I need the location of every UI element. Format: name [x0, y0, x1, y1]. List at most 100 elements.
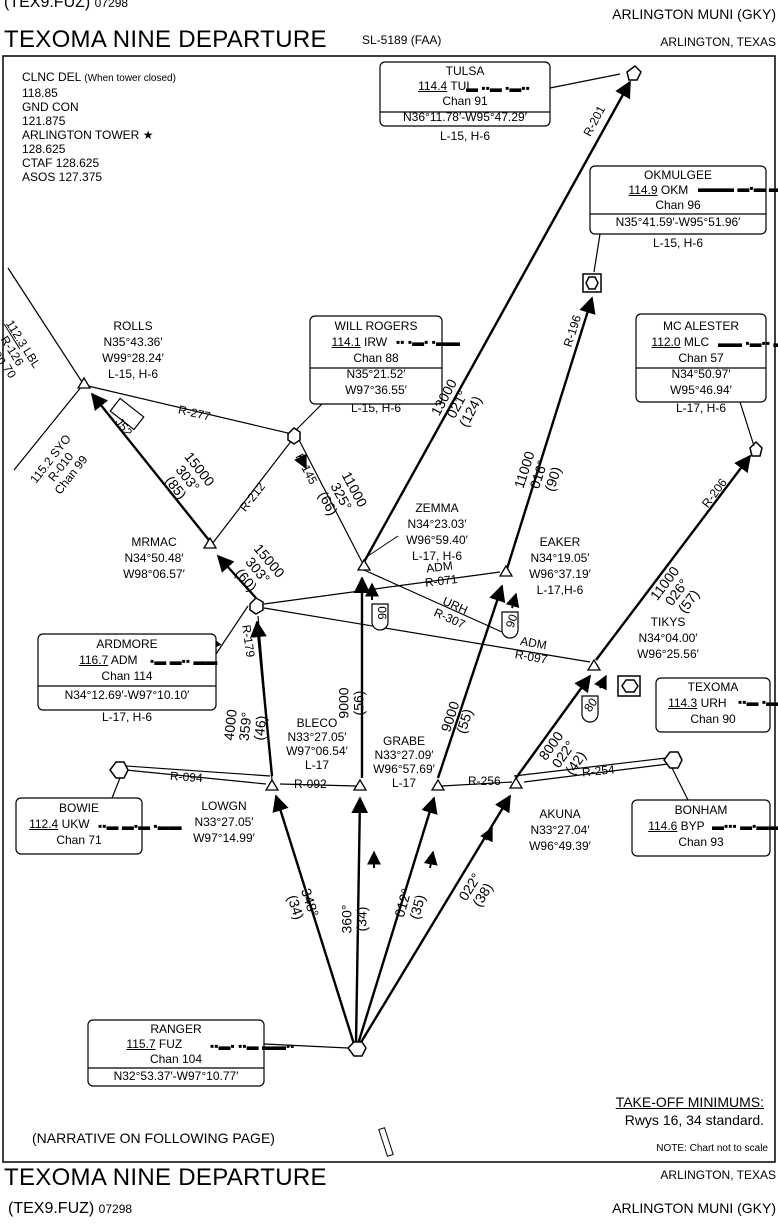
ardmore-vortac-icon — [249, 597, 264, 615]
zemma-leader — [367, 535, 399, 557]
chart-frame — [2, 55, 776, 1163]
r145-line — [297, 437, 363, 563]
r094-line — [125, 769, 267, 785]
r254-line — [523, 763, 669, 783]
footer-airport: ARLINGTON MUNI (GKY) — [612, 1200, 776, 1216]
will-rogers-box — [309, 315, 443, 405]
takeoff-title: TAKE-OFF MINIMUMS: — [615, 1094, 764, 1110]
grabe-fix-icon — [430, 778, 446, 791]
bonham-navaid: BONHAM 114.6 BYP Chan 93 — [648, 803, 728, 849]
urh-r307-line — [363, 569, 503, 633]
narrative-note: (NARRATIVE ON FOLLOWING PAGE) — [32, 1130, 275, 1146]
tul-morse: ▬ ▪▪▬ ▪▬▪▪ — [466, 81, 530, 95]
runway-symbol — [378, 1127, 394, 1157]
bonham-box — [631, 799, 771, 857]
ranger-box — [87, 1019, 265, 1087]
mea-90a: 90 — [375, 606, 390, 620]
texoma-navaid: TEXOMA 114.3 URH Chan 90 — [668, 680, 739, 726]
route-grabe-eaker — [436, 584, 506, 779]
sl-number: SL-5189 (FAA) — [362, 33, 442, 47]
mea-shield-80 — [581, 695, 599, 723]
r277-line — [87, 385, 293, 435]
airport-name: ARLINGTON MUNI (GKY) — [612, 6, 776, 22]
route-ardmore-mrmac — [216, 554, 257, 599]
bowie-line2 — [125, 765, 271, 777]
rolls-fix-icon — [76, 376, 92, 389]
footer-title: TEXOMA NINE DEPARTURE — [4, 1164, 327, 1191]
okmulgee-navaid: OKMULGEE 114.9 OKM Chan 96 N35°41.59′-W9… — [615, 168, 741, 250]
adm-r097-line — [263, 607, 591, 663]
will-rogers-navaid: WILL ROGERS 114.1 IRW Chan 88 N35°21.52′… — [331, 319, 418, 415]
morse-codes: ▬ ▪▪▬ ▪▬▪▪ ▬▬▬ ▬▪▬ ▬▬ ▪▪ ▪▬▪ ▪▬▬ ▬▬ ▪▬▪▪… — [98, 81, 778, 1053]
seg-bleco-label: 360°(34) — [338, 904, 370, 934]
footer-code: (TEX9.FUZ) 07298 — [8, 1200, 133, 1217]
bowie-box — [15, 797, 143, 855]
mcalester-vortac-icon — [749, 440, 763, 457]
route-ranger-lowgn — [272, 794, 356, 1045]
route-ranger-bleco — [351, 796, 369, 1045]
tulsa-navaid: TULSA 114.4 TUL Chan 91 N36°11.78′-W95°4… — [403, 64, 527, 143]
okm-morse: ▬▬▬ ▬▪▬ ▬▬ — [698, 181, 778, 195]
route-eaker-okmulgee — [504, 296, 596, 573]
bonham-vortac-icon — [663, 751, 683, 769]
route-bleco-ardmore — [250, 620, 274, 777]
takeoff-text: Rwys 16, 34 standard. — [624, 1112, 764, 1128]
akuna-fix-icon — [508, 776, 524, 789]
route-zemma-tulsa — [362, 80, 632, 563]
irw-morse: ▪▪ ▪▬▪ ▪▬▬ — [396, 335, 460, 349]
ardmore-navaid: ARDMORE 116.7 ADM Chan 114 N34°12.69′-W9… — [64, 637, 190, 724]
syo-radial — [13, 385, 83, 471]
procedure-code: (TEX9.FUZ) 07298 — [4, 0, 129, 11]
r092-label: R-092 — [294, 777, 327, 791]
texoma-box — [655, 677, 771, 733]
mea-shield-90b — [501, 611, 519, 639]
tikys-fix-icon — [586, 658, 602, 671]
bowie-vortac-icon — [109, 761, 129, 779]
r092-line — [279, 783, 357, 787]
eaker-fix-icon — [498, 564, 514, 577]
procedure-title: TEXOMA NINE DEPARTURE — [4, 26, 327, 53]
zemma-fix-icon — [356, 558, 372, 571]
r094-label: R-094 — [169, 768, 204, 786]
ranger-navaid: RANGER 115.7 FUZ Chan 104 N32°53.37′-W97… — [113, 1022, 239, 1083]
lbl-radial — [7, 267, 83, 383]
tulsa-vortac-icon — [626, 65, 642, 81]
byp-morse: ▬▪▪▪ ▬▪▬▬ ▪▬▬▪ — [712, 819, 778, 833]
route-akuna-tikys — [515, 674, 591, 779]
star-icon: ★ — [142, 128, 154, 142]
mrmac-fix-icon — [202, 536, 218, 549]
lowgn-fix-icon — [264, 778, 280, 791]
footer-city: ARLINGTON, TEXAS — [660, 1168, 776, 1182]
bowie-navaid: BOWIE 112.4 UKW Chan 71 — [29, 801, 102, 847]
adm-morse: ▪▬ ▬▪▪ ▬▬ — [150, 654, 217, 668]
adm-r071-line — [263, 571, 501, 605]
route-ranger-grabe — [356, 796, 438, 1045]
fuz-morse: ▪▪▬▪ ▪▪▬ ▬▬▪▪ — [210, 1039, 294, 1053]
tulsa-box — [379, 61, 551, 127]
j52-box — [109, 397, 145, 431]
route-tikys-mcalester — [595, 454, 752, 661]
scale-note: NOTE: Chart not to scale — [656, 1143, 768, 1154]
route-mrmac-rolls — [90, 392, 213, 545]
route-ranger-akuna — [358, 794, 512, 1045]
r256-label: R-256 — [468, 774, 501, 788]
okmulgee-box — [589, 165, 767, 235]
bonham-line2 — [513, 757, 667, 777]
urh-morse: ▪▪▬ ▪▬▪ ▪▪▪▪ — [738, 695, 778, 709]
r256-line — [441, 781, 513, 787]
r212-line — [211, 439, 293, 545]
comms-block: CLNC DEL (When tower closed) 118.85 GND … — [22, 70, 176, 184]
